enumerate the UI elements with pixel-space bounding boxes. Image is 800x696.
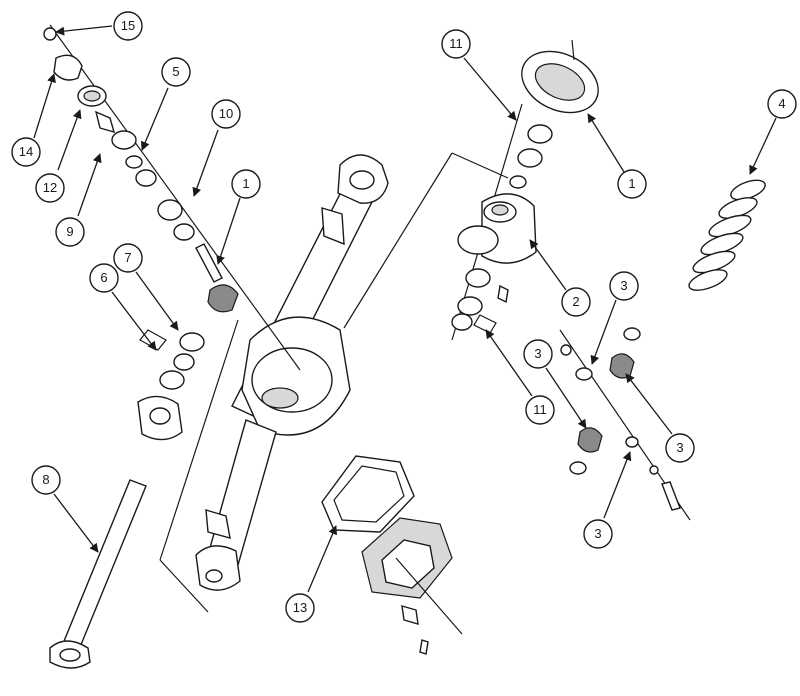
callout-11-bottom: 11 [485,329,555,425]
callout-1-left: 1 [216,169,261,265]
callout-2-label: 2 [572,294,579,309]
spider-gears [559,327,691,521]
callout-1-right-label: 1 [628,176,635,191]
callout-3-right-label: 3 [676,440,683,455]
differential-case [451,103,553,341]
coil-spring [688,179,766,291]
callout-6: 6 [89,263,157,351]
callout-11-bottom-label: 11 [533,402,547,417]
callout-3-left: 3 [523,339,587,429]
callout-14: 14 [11,73,56,167]
callout-10-label: 10 [219,106,233,121]
cover-and-gasket [321,455,463,655]
callout-5: 5 [140,57,191,151]
callout-6-label: 6 [100,270,107,285]
callout-11-top: 11 [441,29,517,121]
callout-3-left-label: 3 [534,346,541,361]
callout-2: 2 [529,239,591,317]
callout-10: 10 [192,99,241,197]
callout-1-left-label: 1 [242,176,249,191]
axle-shaft [49,479,147,669]
callout-3-bottom: 3 [583,451,632,549]
callout-15: 15 [55,11,143,41]
callout-4: 4 [749,89,797,175]
callout-3-right: 3 [625,373,695,463]
callout-5-label: 5 [172,64,179,79]
callout-12-label: 12 [43,180,57,195]
callout-7-label: 7 [124,250,131,265]
callout-9-label: 9 [66,224,73,239]
callout-3-top: 3 [590,271,639,365]
callout-4-label: 4 [778,96,785,111]
ring-gear [521,39,599,114]
callout-13: 13 [285,525,337,623]
callout-8: 8 [31,465,99,553]
pinion-group [43,24,301,371]
callout-15-label: 15 [121,18,135,33]
callout-14-label: 14 [19,144,33,159]
callout-3-top-label: 3 [620,278,627,293]
callout-8-label: 8 [42,472,49,487]
axle-housing [159,152,509,613]
callout-13-label: 13 [293,600,307,615]
left-bearing-group [137,329,205,441]
callout-9: 9 [55,153,102,247]
callout-1-right: 1 [587,113,647,199]
callout-12: 12 [35,109,82,203]
callout-3-bottom-label: 3 [594,526,601,541]
callout-11-top-label: 11 [449,36,463,51]
callout-7: 7 [113,243,179,331]
